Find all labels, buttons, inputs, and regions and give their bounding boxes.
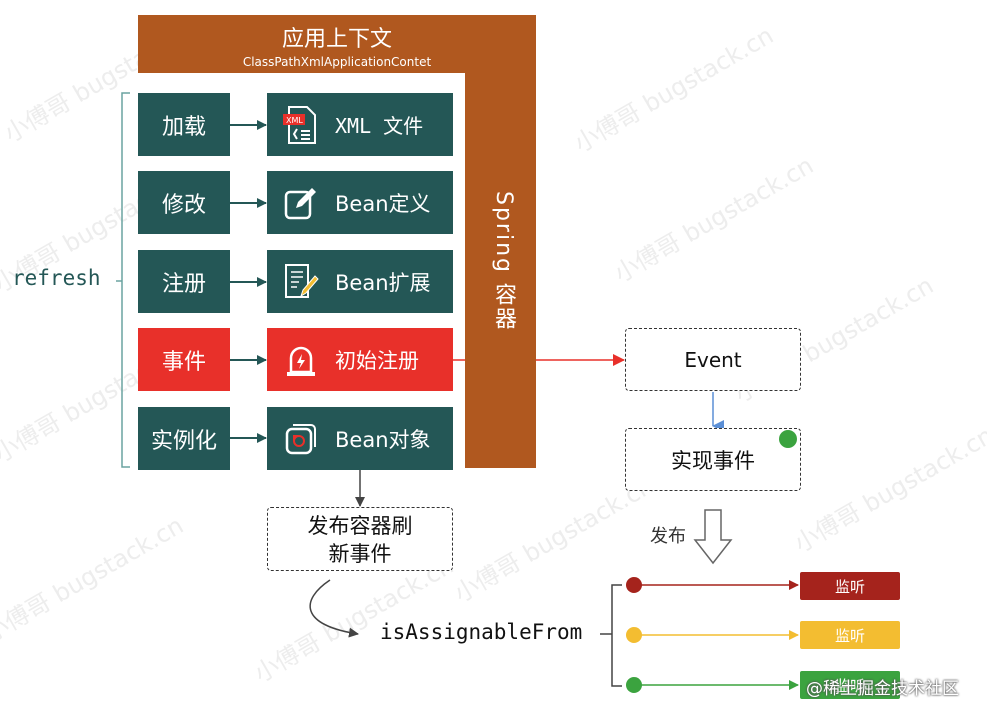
spring-container-label: Spring 容器: [491, 191, 516, 331]
step-action-modify: 修改: [138, 171, 230, 234]
listener-yellow: 监听: [800, 621, 900, 649]
step-target-label: Bean定义: [335, 191, 431, 216]
step-target-label: Bean对象: [335, 427, 431, 452]
listener-green: 监听: [800, 671, 900, 699]
publish-refresh-line2: 新事件: [328, 542, 392, 566]
step-action-load: 加载: [138, 93, 230, 156]
step-target-initial-register: 初始注册: [267, 328, 453, 391]
status-dot: [779, 430, 797, 448]
step-action-register: 注册: [138, 250, 230, 313]
event-box: Event: [625, 328, 801, 391]
application-context-header: 应用上下文 ClassPathXmlApplicationContet: [138, 15, 536, 73]
publish-label: 发布: [650, 526, 686, 547]
context-subtitle: ClassPathXmlApplicationContet: [242, 55, 432, 69]
step-target-label: 初始注册: [335, 348, 419, 373]
spring-container: Spring 容器: [465, 73, 536, 468]
step-target-label: Bean扩展: [335, 270, 431, 295]
object-icon: [281, 419, 321, 459]
edit-icon: [281, 183, 321, 223]
context-title: 应用上下文: [281, 27, 392, 52]
step-action-instantiate: 实例化: [138, 407, 230, 470]
alarm-icon: [281, 340, 321, 380]
publish-refresh-line1: 发布容器刷: [307, 514, 413, 538]
publish-refresh-event: 发布容器刷 新事件: [267, 507, 453, 571]
implement-event-label: 实现事件: [671, 448, 755, 473]
step-target-bean-extension: Bean扩展: [267, 250, 453, 313]
step-target-xml-file: XML XML 文件: [267, 93, 453, 156]
footer-watermark: @稀土掘金技术社区: [806, 679, 959, 699]
listener-red: 监听: [800, 572, 900, 600]
step-target-label: XML 文件: [335, 114, 424, 138]
step-target-bean-definition: Bean定义: [267, 171, 453, 234]
refresh-label: refresh: [12, 266, 101, 290]
implement-event-box: 实现事件: [625, 428, 801, 491]
xml-file-icon: XML: [281, 105, 321, 145]
step-action-event: 事件: [138, 328, 230, 391]
step-target-bean-object: Bean对象: [267, 407, 453, 470]
svg-text:XML: XML: [286, 116, 303, 125]
is-assignable-from-label: isAssignableFrom: [380, 620, 583, 644]
document-pencil-icon: [281, 262, 321, 302]
